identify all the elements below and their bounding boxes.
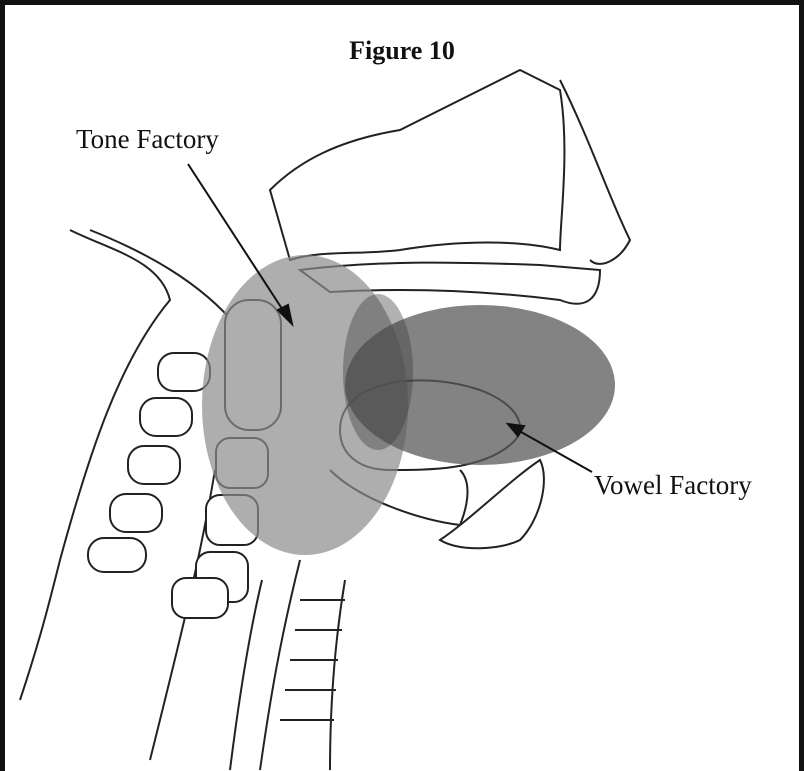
overlap-region <box>343 294 413 450</box>
nose <box>560 80 630 264</box>
trachea <box>260 560 345 770</box>
vowel-factory-label: Vowel Factory <box>594 470 752 501</box>
vertebra <box>128 446 180 484</box>
figure-title: Figure 10 <box>0 36 804 66</box>
vertebral-body <box>172 578 228 618</box>
cranial-base <box>270 70 564 260</box>
vertebra <box>158 353 210 391</box>
cervical-vertebrae <box>88 353 210 572</box>
vertebra <box>140 398 192 436</box>
tone-factory-label: Tone Factory <box>76 124 219 155</box>
vertebra <box>88 538 146 572</box>
jaw <box>440 460 544 548</box>
esophagus <box>230 580 262 770</box>
vertebra <box>110 494 162 532</box>
neck-outline-inner <box>90 230 240 330</box>
